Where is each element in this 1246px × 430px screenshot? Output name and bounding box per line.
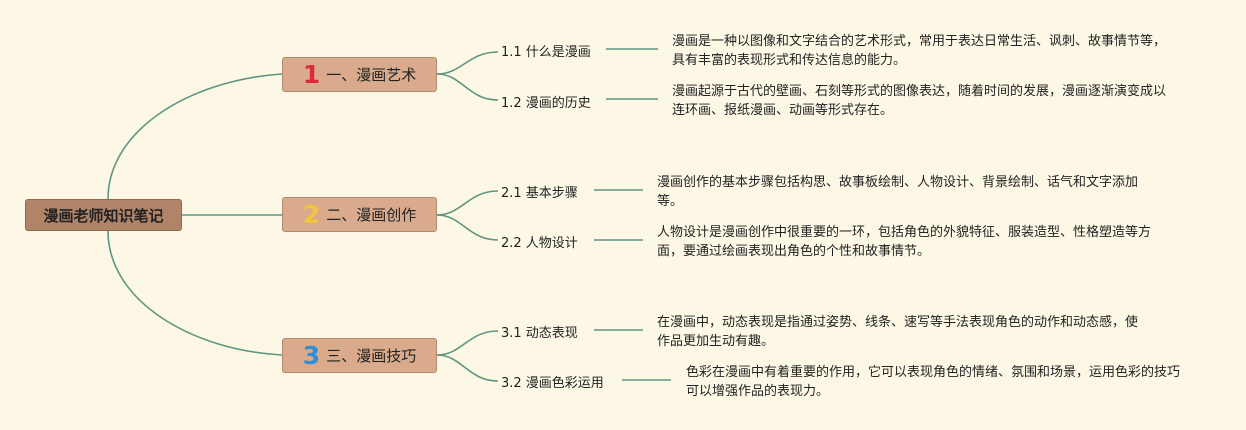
branch-label-1: 一、漫画艺术: [326, 66, 417, 84]
topic-2-1-description[interactable]: 漫画创作的基本步骤包括构思、故事板绘制、人物设计、背景绘制、话气和文字添加等。: [657, 175, 1139, 209]
root-label: 漫画老师知识笔记: [43, 206, 164, 225]
link-branch-1-topic-2: [436, 73, 499, 101]
link-branch-2-topic-1: [436, 190, 499, 216]
topic-3-1[interactable]: 3.1 动态表现: [501, 326, 578, 341]
topic-1-2-description[interactable]: 漫画起源于古代的壁画、石刻等形式的图像表达，随着时间的发展，漫画逐渐演变成以连环…: [672, 84, 1167, 118]
topic-2-1[interactable]: 2.1 基本步骤: [501, 186, 578, 201]
root-node[interactable]: 漫画老师知识笔记: [25, 199, 182, 231]
link-branch-1-topic-1: [436, 51, 499, 75]
number-badge-1: 1: [302, 60, 321, 89]
link-branch-2-topic-2: [436, 214, 499, 241]
branch-node-2[interactable]: 2 二、漫画创作: [282, 197, 437, 232]
topic-3-1-description[interactable]: 在漫画中，动态表现是指通过姿势、线条、速写等手法表现角色的动作和动态感，使作品更…: [657, 315, 1139, 349]
topic-1-1-description[interactable]: 漫画是一种以图像和文字结合的艺术形式，常用于表达日常生活、讽刺、故事情节等，具有…: [672, 34, 1167, 68]
number-badge-2: 2: [302, 200, 321, 229]
topic-2-2[interactable]: 2.2 人物设计: [501, 236, 578, 251]
branch-node-3[interactable]: 3 三、漫画技巧: [282, 338, 437, 373]
number-badge-3: 3: [302, 341, 321, 370]
branch-label-2: 二、漫画创作: [326, 206, 417, 224]
topic-2-2-description[interactable]: 人物设计是漫画创作中很重要的一环，包括角色的外貌特征、服装造型、性格塑造等方面，…: [657, 225, 1152, 259]
topic-1-1[interactable]: 1.1 什么是漫画: [501, 45, 591, 60]
link-branch-3-topic-2: [436, 354, 499, 382]
topic-1-2[interactable]: 1.2 漫画的历史: [501, 96, 591, 111]
link-root-branch-1: [107, 73, 283, 200]
branch-node-1[interactable]: 1 一、漫画艺术: [282, 57, 437, 92]
link-branch-3-topic-1: [436, 330, 499, 356]
topic-3-2-description[interactable]: 色彩在漫画中有着重要的作用，它可以表现角色的情绪、氛围和场景，运用色彩的技巧可以…: [686, 365, 1181, 399]
topic-3-2[interactable]: 3.2 漫画色彩运用: [501, 376, 604, 391]
link-root-branch-3: [107, 230, 283, 356]
branch-label-3: 三、漫画技巧: [326, 347, 417, 365]
